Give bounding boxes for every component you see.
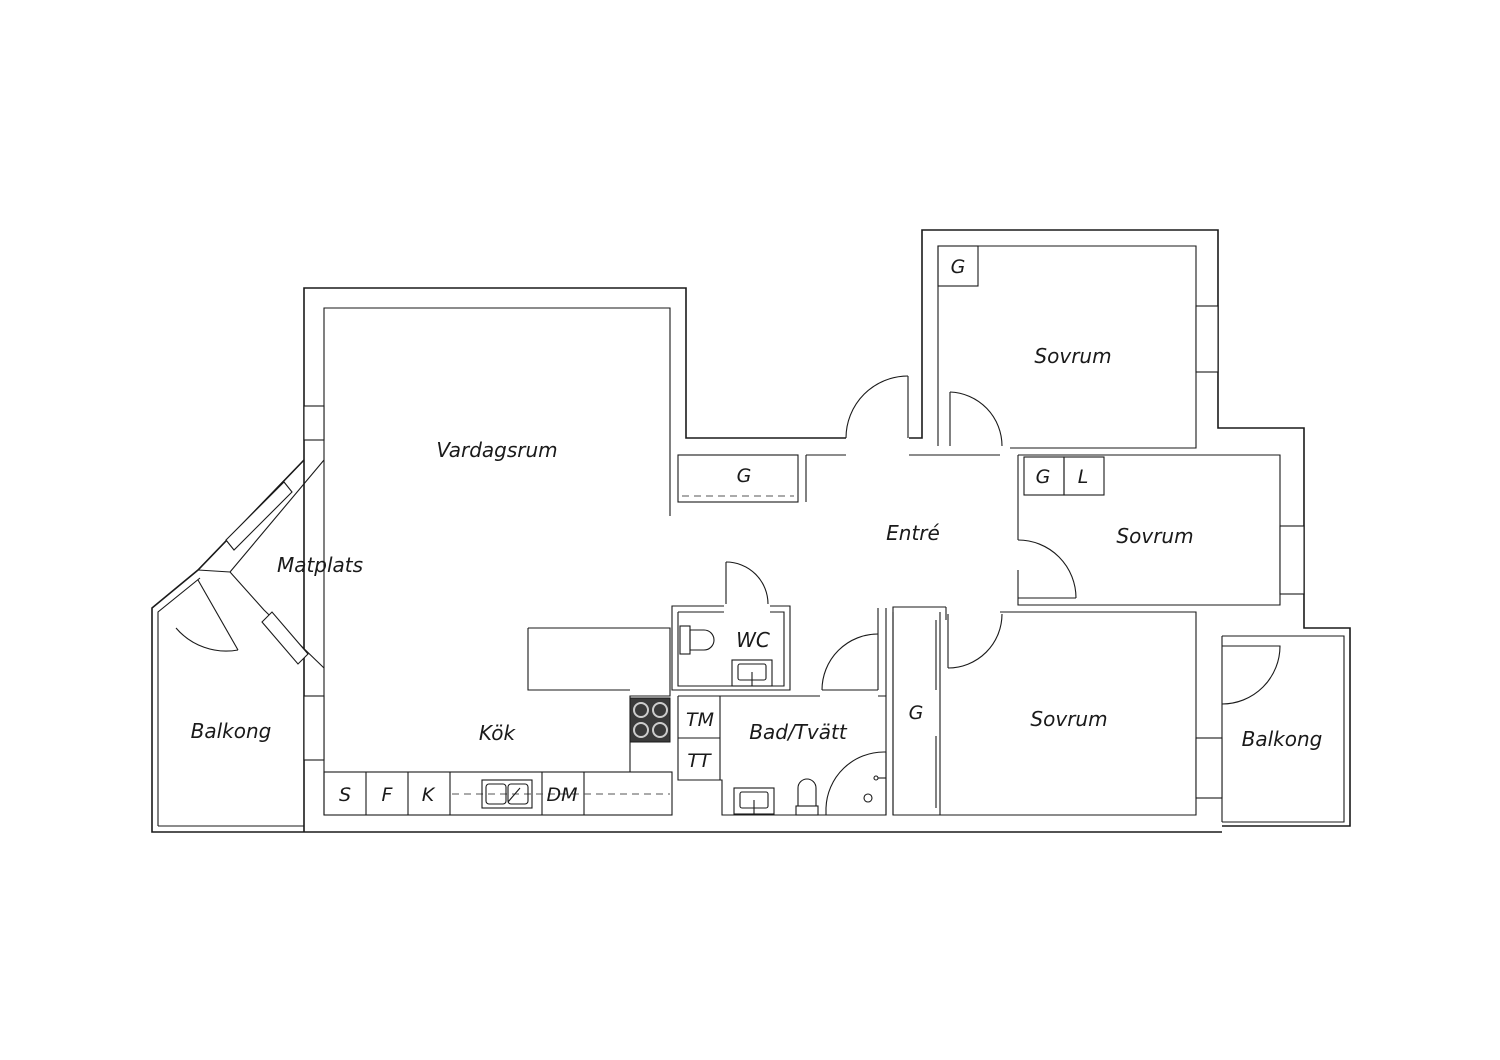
label-s: S <box>339 784 351 806</box>
bath-toilet-icon <box>795 778 819 816</box>
wc-sink-icon <box>731 659 773 687</box>
label-f: F <box>382 784 394 806</box>
label-l-sovrum-middle: L <box>1078 466 1089 488</box>
label-g-hall: G <box>737 465 752 487</box>
label-kok: Kök <box>479 721 517 745</box>
exterior-walls <box>303 229 1351 833</box>
label-wc: WC <box>736 628 770 652</box>
label-g-sovrum-north: G <box>951 256 966 278</box>
label-tt: TT <box>687 750 712 772</box>
room-labels: Vardagsrum Matplats Balkong Kök Entré WC… <box>191 344 1323 751</box>
label-matplats: Matplats <box>277 553 363 577</box>
shower-icon <box>825 751 887 816</box>
label-vardagsrum: Vardagsrum <box>436 438 557 462</box>
kitchen-sink-icon <box>481 779 533 809</box>
label-g-sovrum-south: G <box>909 702 924 724</box>
label-g-sovrum-middle: G <box>1036 466 1051 488</box>
windows <box>225 305 1305 799</box>
label-balkong-west: Balkong <box>191 719 272 743</box>
interior-walls <box>323 245 1281 816</box>
label-sovrum-middle: Sovrum <box>1116 524 1193 548</box>
label-entre: Entré <box>886 521 940 545</box>
label-bad-tvatt: Bad/Tvätt <box>749 720 848 744</box>
toilet-icon <box>679 625 715 655</box>
label-tm: TM <box>686 709 714 731</box>
doors <box>175 375 1281 705</box>
label-dm: DM <box>546 784 577 806</box>
bath-sink-icon <box>733 787 775 815</box>
fixture-labels: G G G L G TM TT S F K DM <box>339 256 1088 806</box>
label-sovrum-north: Sovrum <box>1034 344 1111 368</box>
fixtures <box>481 625 887 816</box>
label-balkong-east: Balkong <box>1242 727 1323 751</box>
label-k: K <box>422 784 436 806</box>
label-sovrum-south: Sovrum <box>1030 707 1107 731</box>
